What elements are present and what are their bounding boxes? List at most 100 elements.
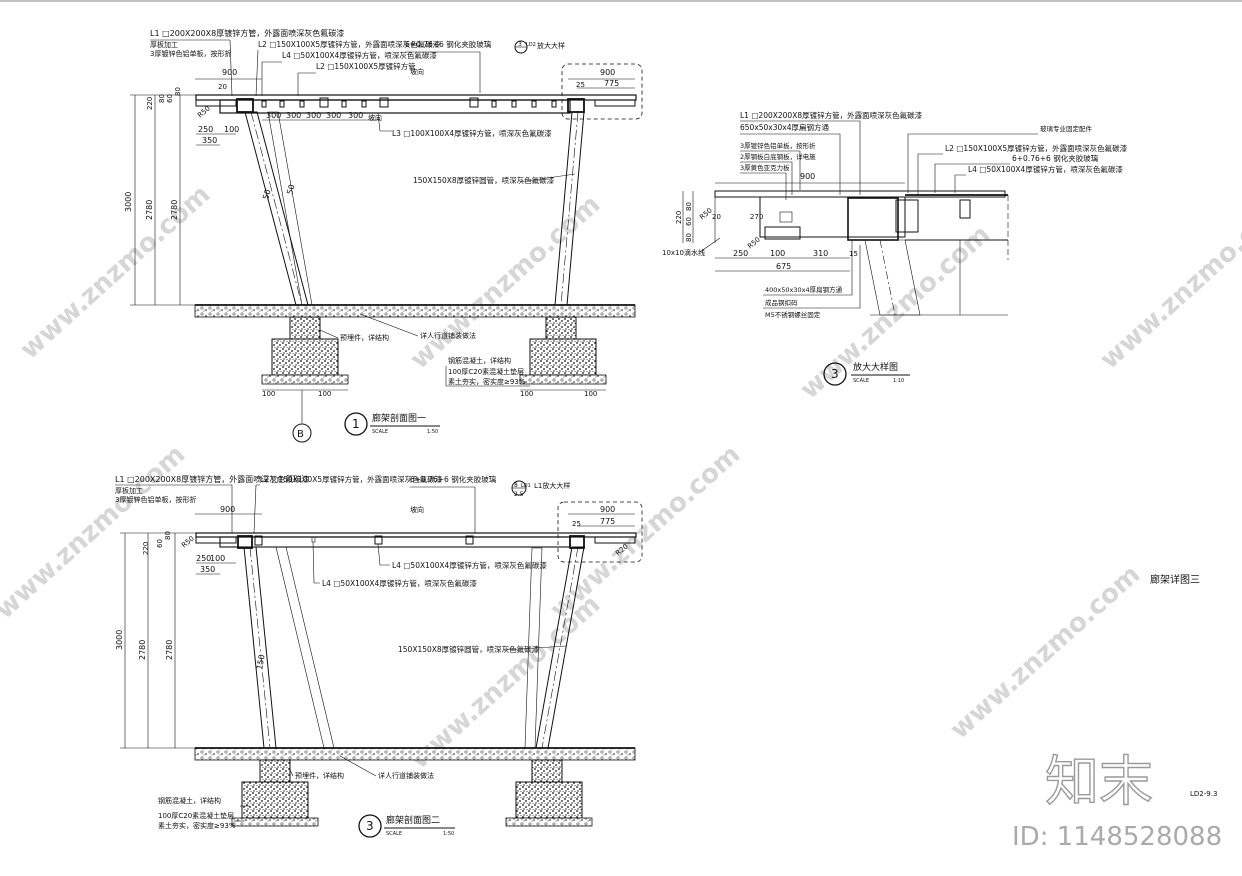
- dim-80a: 80: [158, 94, 166, 103]
- title-detail: 放大大样图: [853, 361, 898, 373]
- footings: [261, 316, 607, 385]
- dim-350: 350: [202, 136, 217, 145]
- d-note-l1: L1 □200X200X8厚镀锌方管，外露面喷深灰色氟碳漆: [740, 110, 923, 120]
- s2-dim-2780b: 2780: [165, 640, 174, 660]
- s2-note-l1: L1 □200X200X8厚镀锌方管，外露面喷深灰色氟碳漆: [115, 474, 309, 484]
- note-l4: L4 □50X100X4厚镀锌方管，喷深灰色氟碳漆: [282, 50, 437, 60]
- note-l1: L1 □200X200X8厚镀锌方管，外露面喷深灰色氟碳漆: [150, 28, 344, 38]
- title-circle-1: [344, 412, 368, 436]
- d-dim-80a: 80: [685, 233, 693, 242]
- s2-dim-900a: 900: [220, 505, 235, 514]
- d-dim-250: 250: [733, 249, 748, 258]
- title-circle-detail: [823, 362, 847, 386]
- s2-footings: [231, 759, 593, 827]
- d-note-bar: 400x50x30x4厚扁钢方通: [765, 285, 843, 294]
- dim-60: 60: [166, 94, 174, 103]
- title-number-1: 1: [352, 417, 360, 431]
- section-2: L1 □200X200X8厚镀锌方管，外露面喷深灰色氟碳漆 厚板加工 3厚镀锌色…: [115, 474, 643, 838]
- d-dim-r50b: R50: [746, 236, 762, 251]
- s2-note-l4a: L4 □50X100X4厚镀锌方管，喷深灰色氟碳漆: [392, 560, 547, 570]
- scale-detail: 1:10: [893, 378, 904, 384]
- s2-detail-ref: L1放大大样: [534, 481, 570, 490]
- axis-marker: [292, 423, 312, 443]
- section-detail: L1 □200X200X8厚镀锌方管，外露面喷深灰色氟碳漆 650x50x30x…: [662, 110, 1128, 386]
- s2-dim-2780a: 2780: [138, 640, 147, 660]
- s2-dim-220: 220: [142, 542, 150, 555]
- paving-layer: [194, 304, 636, 318]
- spacing-300b: 300: [286, 111, 301, 120]
- d-dim-900: 900: [800, 172, 815, 181]
- note-l2: L2 □150X100X5厚镀锌方管，外露面喷深灰色氟碳漆: [258, 39, 441, 49]
- d-note-fin: 成品钢扣码: [765, 298, 798, 307]
- s2-dim-80: 80: [164, 531, 172, 540]
- s2-note-l1a: 厚板加工: [115, 486, 143, 495]
- d-note-al2: 2厚钢板白底钢板，详电施: [740, 152, 816, 161]
- d-note-l4: L4 □50X100X4厚镀锌方管，喷深灰色氟碳漆: [968, 164, 1123, 174]
- scale-label-detail: SCALE: [853, 378, 869, 384]
- col-dim-50a: 50: [261, 188, 272, 200]
- foot-dim-100d: 100: [584, 390, 597, 398]
- s2-note-embed: 预埋件，详结构: [295, 771, 344, 780]
- s2-note-paving: 详人行道铺装做法: [378, 771, 434, 780]
- s2-dim-350: 350: [200, 565, 215, 574]
- detail-main-tube: [847, 197, 899, 241]
- dim-25: 25: [576, 81, 585, 89]
- s2-detail-ref-sheet: LD1: [521, 483, 531, 489]
- d-note-flat: 650x50x30x4厚扁钢方通: [740, 122, 829, 132]
- d-note-al3: 3厚黄色亚克力板: [740, 163, 790, 172]
- d-note-glassfix: 玻璃专业固定配件: [1040, 124, 1093, 133]
- d-dim-15: 15: [849, 250, 858, 258]
- s2-note-footing: 钢筋混凝土，详结构: [158, 796, 221, 805]
- d-dim-675: 675: [776, 262, 791, 271]
- s2-dim-775: 775: [600, 517, 615, 526]
- dim-2780b: 2780: [170, 200, 179, 220]
- dim-2780a: 2780: [145, 200, 154, 220]
- d-note-glass: 6+0.76+6 钢化夹胶玻璃: [1012, 153, 1099, 163]
- sheet-number: LD2-9.3: [1190, 790, 1217, 798]
- section-1: L1 □200X200X8厚镀锌方管，外露面喷深灰色氟碳漆 厚板加工 3厚镀锌色…: [124, 28, 643, 443]
- purlins: [261, 97, 557, 108]
- s2-dim-100: 100: [210, 554, 225, 563]
- dim-3000: 3000: [124, 192, 133, 212]
- note-l2b: L2 □150X100X5厚镀锌方管: [316, 61, 416, 71]
- brand-logo: 知末: [1045, 750, 1153, 813]
- s2-detail-ref-no: 8: [514, 482, 518, 489]
- slope-label-bottom: 坡向: [368, 113, 382, 122]
- detail-ref-no: 3: [518, 41, 522, 48]
- note-cushion: 100厚C20素混凝土垫层: [448, 367, 524, 376]
- detail-ref-sheet: LD2: [526, 42, 536, 48]
- title-1: 廊架剖面图一: [372, 412, 426, 424]
- dim-r50: R50: [196, 105, 212, 120]
- note-l3: L3 □100X100X4厚镀锌方管，喷深灰色氟碳漆: [392, 128, 552, 138]
- s2-beam: [219, 536, 571, 548]
- note-soil: 素土夯实，密实度≥93%: [448, 377, 526, 386]
- title-circle-2: [358, 814, 382, 838]
- s2-dim-900b: 900: [600, 505, 615, 514]
- axis-marker-label: B: [297, 429, 304, 440]
- dim-900a: 900: [222, 68, 237, 77]
- note-footing: 钢筋混凝土，详结构: [448, 356, 511, 365]
- s2-detail-callout-box: [557, 501, 643, 563]
- spacing-300d: 300: [326, 111, 341, 120]
- s2-dim-3000: 3000: [115, 630, 124, 650]
- note-glass: 6+0.76+6 钢化夹胶玻璃: [405, 39, 492, 49]
- d-dim-80b: 80: [685, 202, 693, 211]
- s2-slope: 坡向: [410, 505, 424, 514]
- title-number-detail: 3: [831, 367, 839, 381]
- dim-775: 775: [604, 79, 619, 88]
- s2-dim-r50: R50: [180, 535, 196, 550]
- d-note-al1: 3厚镀锌色铝单板，按形折: [740, 141, 816, 150]
- s2-detail-scale: 2.5: [514, 491, 524, 498]
- d-note-drip: 10x10滴水线: [662, 248, 705, 257]
- note-column: 150X150X8厚镀锌圆管，喷深灰色氟碳漆: [413, 175, 555, 185]
- s2-dim-25: 25: [572, 520, 581, 528]
- s2-note-column: 150X150X8厚镀锌圆管，喷深灰色氟碳漆: [398, 644, 540, 654]
- dim-900b: 900: [600, 68, 615, 77]
- d-dim-310: 310: [813, 249, 828, 258]
- scale-1: 1:50: [427, 429, 438, 435]
- d-dim-100: 100: [770, 249, 785, 258]
- watermark-1: www.znzmo.com: [15, 179, 217, 365]
- spacing-300e: 300: [348, 111, 363, 120]
- watermark-5: www.znzmo.com: [0, 439, 191, 625]
